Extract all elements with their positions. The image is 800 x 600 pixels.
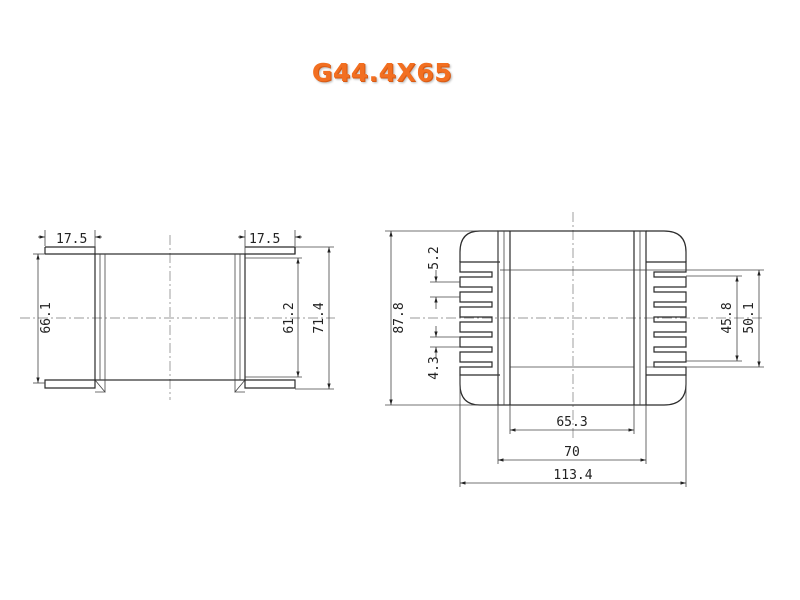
side-view-top-left-flange bbox=[45, 246, 96, 255]
side-view-flange-tab bbox=[234, 379, 246, 393]
dim-core-width: 70 bbox=[564, 445, 580, 460]
drawing-title: G44.4X65 bbox=[311, 58, 453, 87]
dim-fin-gap: 4.3 bbox=[427, 356, 442, 379]
front-view-left-fins bbox=[459, 261, 500, 376]
dim-top-right-width: 17.5 bbox=[249, 232, 280, 247]
front-view-bottom-left-cap bbox=[459, 375, 498, 406]
dim-overall-height: 87.8 bbox=[392, 302, 407, 333]
dim-outer-height: 71.4 bbox=[312, 302, 327, 333]
dim-top-left-width: 17.5 bbox=[56, 232, 87, 247]
dim-left-height: 66.1 bbox=[39, 302, 54, 333]
dim-overall-width: 113.4 bbox=[553, 468, 592, 483]
side-view-flange-tab bbox=[94, 379, 106, 393]
dim-front-inner-height: 45.8 bbox=[720, 302, 735, 333]
side-view: 17.5 17.5 66.1 61.2 71.4 bbox=[20, 230, 335, 400]
side-view-bottom-left-flange bbox=[44, 379, 96, 389]
side-view-bottom-right-flange bbox=[244, 379, 296, 389]
side-view-core bbox=[94, 253, 246, 381]
front-view: 87.8 5.2 4.3 45.8 50.1 65.3 70 bbox=[385, 212, 765, 487]
dim-inner-height: 61.2 bbox=[282, 302, 297, 333]
front-view-top-right-cap bbox=[646, 230, 687, 262]
dim-front-outer-height: 50.1 bbox=[742, 302, 757, 333]
dim-fin-thickness: 5.2 bbox=[427, 246, 442, 269]
front-view-right-fins bbox=[646, 261, 687, 376]
front-view-top-left-cap bbox=[459, 230, 498, 262]
front-view-bottom-right-cap bbox=[646, 375, 687, 406]
dim-window-width: 65.3 bbox=[556, 415, 587, 430]
side-view-top-right-flange bbox=[245, 246, 296, 255]
